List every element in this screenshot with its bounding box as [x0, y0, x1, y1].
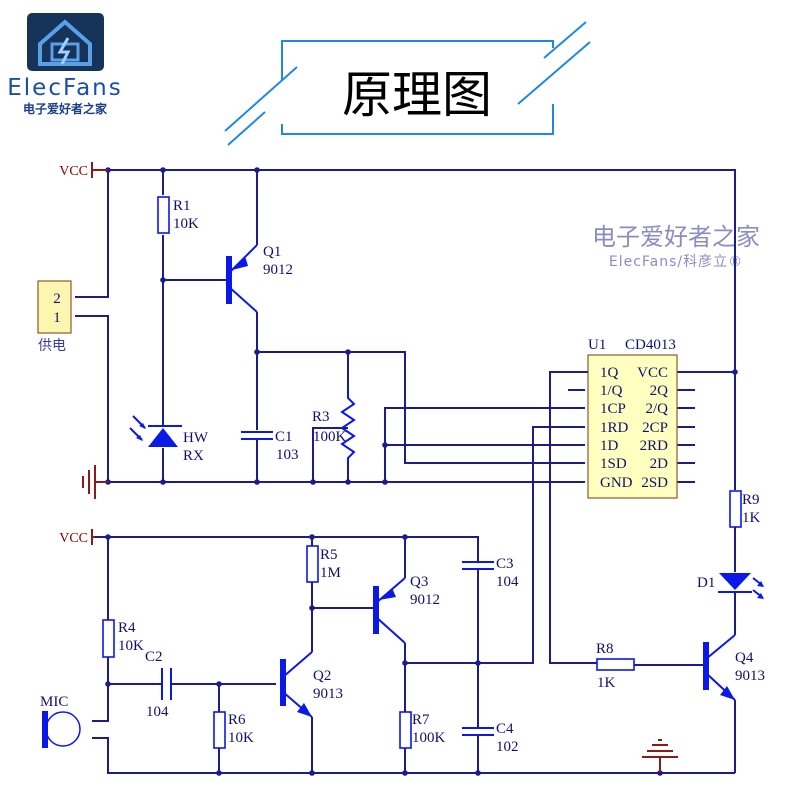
logo-tagline: 电子爱好者之家 [23, 101, 108, 116]
capacitor-c3[interactable]: C3 104 [462, 556, 519, 590]
ic-pin-2q: 2Q [650, 383, 669, 399]
c1-ref: C1 [275, 429, 293, 445]
c3-ref: C3 [496, 556, 514, 572]
capacitor-c2[interactable]: C2 104 [145, 649, 172, 720]
capacitor-c1[interactable]: C1 103 [241, 429, 299, 463]
ic-part: CD4013 [625, 337, 676, 353]
potentiometer-r3[interactable]: R3 100K [312, 390, 356, 468]
transistor-q1[interactable]: Q1 9012 [226, 244, 293, 313]
r5-ref: R5 [320, 547, 338, 563]
r7-ref: R7 [412, 712, 430, 728]
c4-value: 102 [496, 739, 519, 755]
r8-ref: R8 [596, 641, 614, 657]
photodiode-hw[interactable]: HW RX [129, 415, 209, 464]
page-title: 原理图 [342, 66, 492, 124]
ic-pin-1cp: 1CP [600, 401, 626, 417]
ground-symbol-bottom [642, 739, 678, 773]
ic-pin-1nq: 1/Q [600, 383, 623, 399]
transistor-q2[interactable]: Q2 9013 [280, 651, 343, 718]
c2-value: 104 [146, 704, 169, 720]
r6-value: 10K [228, 730, 254, 746]
microphone[interactable]: MIC [40, 694, 81, 748]
q3-ref: Q3 [410, 574, 428, 590]
r1-ref: R1 [173, 198, 191, 214]
vcc-symbol-top: VCC [59, 162, 108, 179]
r4-ref: R4 [118, 620, 136, 636]
r6-ref: R6 [228, 712, 246, 728]
resistor-r5[interactable]: R5 1M [306, 545, 341, 583]
ic-pin-1sd: 1SD [600, 456, 627, 472]
q4-ref: Q4 [735, 650, 754, 666]
q3-value: 9012 [410, 592, 440, 608]
transistor-q4[interactable]: Q4 9013 [703, 634, 765, 701]
ic-pin-1q: 1Q [600, 365, 619, 381]
vcc-label-top: VCC [59, 164, 88, 179]
resistor-r6[interactable]: R6 10K [213, 711, 254, 749]
ic-pin-1rd: 1RD [600, 420, 629, 436]
ic-pin-1d: 1D [600, 438, 619, 454]
transistor-q3[interactable]: Q3 9012 [373, 574, 440, 644]
wires-upper [75, 169, 736, 664]
ground-symbol-left [82, 465, 108, 499]
ic-pin-2sd: 2SD [641, 475, 668, 491]
connector-label: 供电 [38, 338, 66, 354]
q2-value: 9013 [313, 686, 343, 702]
hw-ref: HW [183, 430, 209, 446]
d1-ref: D1 [697, 575, 715, 591]
hw-value: RX [183, 448, 204, 464]
resistor-r1[interactable]: R1 10K [157, 196, 199, 234]
power-connector[interactable]: 2 1 供电 [37, 280, 72, 354]
c1-value: 103 [276, 447, 299, 463]
c3-value: 104 [496, 574, 519, 590]
led-d1[interactable]: D1 [697, 573, 764, 599]
ic-ref: U1 [588, 337, 606, 353]
c2-ref: C2 [145, 649, 163, 665]
q2-ref: Q2 [313, 668, 331, 684]
r4-value: 10K [118, 638, 144, 654]
ic-pin-vcc: VCC [637, 365, 668, 381]
mic-ref: MIC [40, 694, 68, 710]
q1-value: 9012 [263, 262, 293, 278]
r8-value: 1K [597, 675, 616, 691]
watermark-en: ElecFans/科彦立® [609, 254, 743, 270]
c4-ref: C4 [496, 721, 514, 737]
ic-pin-2cp: 2CP [642, 420, 668, 436]
r3-ref: R3 [312, 409, 330, 425]
ic-pin-2rd: 2RD [640, 438, 669, 454]
vcc-label-bottom: VCC [59, 531, 88, 546]
r9-value: 1K [742, 510, 761, 526]
q4-value: 9013 [735, 668, 765, 684]
capacitor-c4[interactable]: C4 102 [462, 721, 519, 755]
r5-value: 1M [320, 565, 341, 581]
r7-value: 100K [412, 730, 446, 746]
ic-pin-gnd: GND [600, 475, 633, 491]
resistor-r7[interactable]: R7 100K [399, 711, 446, 749]
r1-value: 10K [173, 216, 199, 232]
r9-ref: R9 [742, 492, 760, 508]
resistor-r8[interactable]: R8 1K [596, 641, 635, 691]
r3-value: 100K [313, 429, 347, 445]
title-frame [224, 21, 591, 146]
watermark-cn: 电子爱好者之家 [592, 223, 760, 251]
ic-pin-2nq: 2/Q [646, 401, 669, 417]
q1-ref: Q1 [263, 244, 281, 260]
connector-pin-2: 2 [53, 291, 61, 307]
connector-pin-1: 1 [53, 310, 61, 326]
ic-u1[interactable]: U1 CD4013 1Q 1/Q 1CP 1RD 1D 1SD GND VCC … [568, 337, 678, 499]
resistor-r9[interactable]: R9 1K [729, 490, 761, 528]
ic-pin-2d: 2D [650, 456, 669, 472]
wires-lower [92, 527, 736, 774]
logo-brand: ElecFans [7, 75, 123, 101]
elecfans-logo: ElecFans 电子爱好者之家 [7, 13, 123, 116]
resistor-r4[interactable]: R4 10K [102, 619, 144, 658]
